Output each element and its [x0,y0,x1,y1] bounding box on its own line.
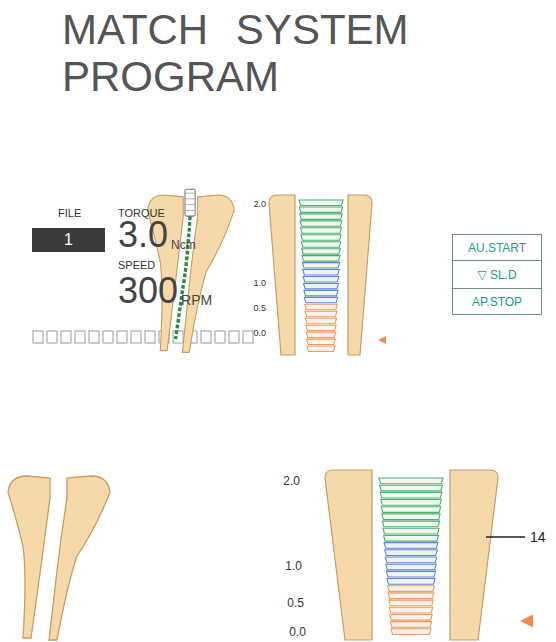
gauge-wall [325,470,372,640]
unit-text: Ncm [171,239,196,251]
gauge-segment [304,283,339,288]
progress-cell [75,331,85,343]
gauge-segment [380,485,443,491]
leader-line [486,536,525,537]
gauge-segment [299,200,343,205]
progress-bar [33,331,253,343]
button-label: AP.STOP [472,296,522,308]
gauge-segment [301,235,341,240]
mode-button: ▽ SL.D [452,260,542,289]
value-text: 300 [118,273,178,309]
gauge-segment [301,228,342,233]
gauge-segment [302,249,341,254]
gauge-segment [304,290,338,295]
gauge-segment [379,478,443,484]
gauge-segment [307,339,336,344]
mode-button: AU.START [452,234,542,261]
gauge-segment [303,270,339,275]
gauge-segment [382,521,439,527]
callout-number: 14 [530,530,546,544]
gauge-segment [299,207,342,212]
progress-cell [243,331,253,343]
gauge-segment [386,571,435,577]
gauge-wall [450,470,498,640]
button-label: ▽ SL.D [477,269,516,281]
unit-text: RPM [181,293,212,307]
tooth-half [49,476,110,640]
gauge-segment [385,550,438,556]
gauge-segment [304,297,337,302]
file-handle [185,189,195,216]
progress-cell [145,331,155,343]
handle-ridge [185,204,195,205]
gauge-segment [305,304,338,309]
progress-cell [33,331,43,343]
gauge-segment [303,277,339,282]
gauge-segment [385,557,436,563]
gauge-segment [381,507,440,513]
gauge-segment [387,579,435,585]
gauge-segment [389,607,432,613]
gauge-segment [389,600,434,606]
handle-ridge [185,210,195,211]
scale-mark: 0.0 [289,626,306,638]
tooth-half [8,476,50,638]
gauge-segment [300,221,342,226]
gauge-segment [305,318,336,323]
scale-mark: 2.0 [253,200,266,209]
gauge-segment [390,614,432,620]
depth-gauge [325,470,533,640]
gauge-segment [306,332,336,337]
gauge-segment [388,586,435,592]
progress-cell [229,331,239,343]
gauge-segment [302,263,339,268]
mode-button: AP.STOP [452,288,542,315]
button-label: 1 [64,232,73,248]
handle-ridge [185,193,195,194]
scale-mark: 0.5 [287,597,304,609]
field-label: FILE [58,208,81,219]
gauge-wall [348,195,372,355]
apex-marker [378,336,386,344]
gauge-segment [391,629,431,635]
progress-cell [117,331,127,343]
progress-cell [47,331,57,343]
gauge-segment [302,256,340,261]
screen-title: MATCH SYSTEM PROGRAM [62,6,442,100]
depth-gauge [269,195,386,355]
field-label: SPEED [118,260,155,271]
gauge-segment [380,492,442,498]
gauge-segment [390,622,431,628]
progress-cell [61,331,71,343]
gauge-wall [269,195,295,355]
gauge-segment [301,242,340,247]
gauge-segment [306,325,336,330]
progress-cell [201,331,211,343]
file-number-box: 1 [32,228,105,252]
progress-cell [89,331,99,343]
tooth-figure [8,476,110,640]
progress-cell [103,331,113,343]
apex-marker [520,615,533,628]
gauge-segment [305,311,337,316]
scale-mark: 2.0 [283,475,300,487]
scale-mark: 1.0 [285,560,302,572]
gauge-segment [384,543,438,549]
progress-cell [215,331,225,343]
value-text: 3.0 [118,217,168,253]
progress-cell [131,331,141,343]
gauge-segment [386,564,436,570]
button-label: AU.START [468,242,526,254]
gauge-segment [300,214,342,219]
scale-mark: 0.0 [253,329,266,338]
scale-mark: 0.5 [253,304,266,313]
gauge-segment [388,593,434,599]
gauge-segment [382,514,440,520]
scale-mark: 1.0 [253,279,266,288]
handle-ridge [185,198,195,199]
gauge-segment [307,346,335,351]
gauge-segment [383,528,439,534]
gauge-segment [384,535,439,541]
gauge-segment [381,500,442,506]
